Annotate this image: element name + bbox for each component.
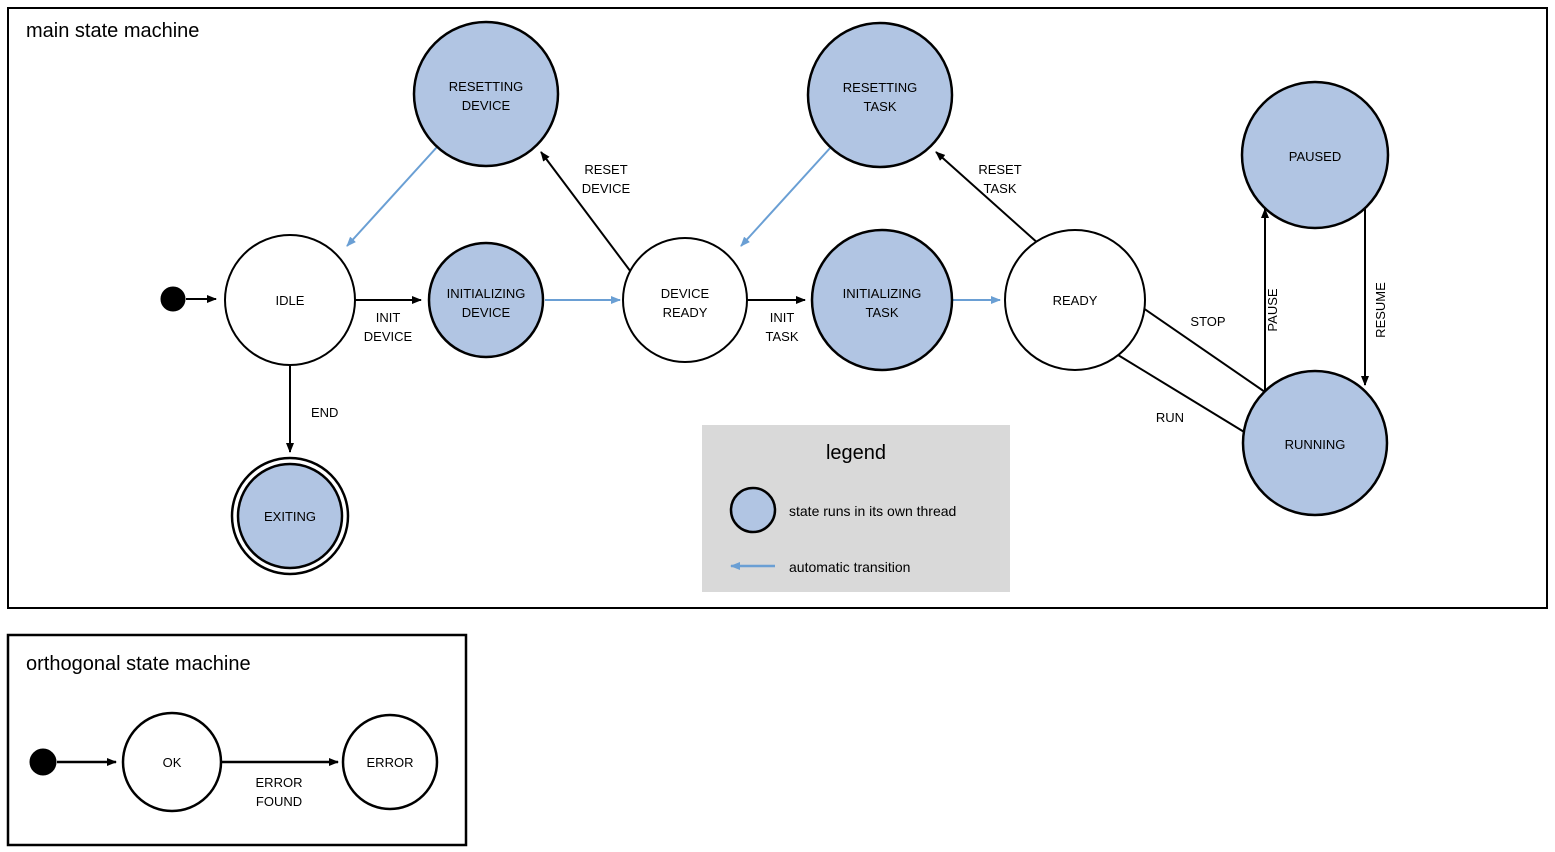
edge-label-init-device-line2: DEVICE — [364, 329, 413, 344]
orthogonal-state-machine-title: orthogonal state machine — [26, 653, 251, 675]
state-label-ok: OK — [163, 755, 182, 770]
state-label-paused: PAUSED — [1289, 149, 1342, 164]
transition-running-to-paused[interactable]: PAUSE — [1261, 208, 1280, 393]
state-label-initializing-device-line2: DEVICE — [462, 305, 511, 320]
edge-label-reset-task-line1: RESET — [978, 162, 1021, 177]
state-resetting-device[interactable]: RESETTING DEVICE — [412, 20, 560, 168]
state-label-idle: IDLE — [276, 293, 305, 308]
transition-device-ready-to-initializing-task[interactable]: INIT TASK — [747, 296, 806, 344]
transition-ready-to-running[interactable]: RUN — [1117, 354, 1255, 439]
transition-running-to-ready[interactable]: STOP — [1129, 298, 1266, 393]
state-label-resetting-device-line1: RESETTING — [449, 79, 523, 94]
edge-label-run: RUN — [1156, 410, 1184, 425]
state-label-resetting-device-line2: DEVICE — [462, 98, 511, 113]
state-running[interactable]: RUNNING — [1241, 369, 1389, 517]
transition-ready-to-resetting-task[interactable]: RESET TASK — [935, 151, 1041, 246]
edge-label-end: END — [311, 405, 338, 420]
main-states-layer: RESETTING DEVICE RESETTING TASK PAUSED I… — [160, 20, 1390, 576]
state-initializing-task[interactable]: INITIALIZING TASK — [810, 228, 954, 372]
edge-label-reset-task-line2: TASK — [984, 181, 1017, 196]
edge-label-pause: PAUSE — [1265, 288, 1280, 331]
state-label-resetting-task-line1: RESETTING — [843, 80, 917, 95]
state-resetting-task[interactable]: RESETTING TASK — [806, 21, 954, 169]
state-initializing-device[interactable]: INITIALIZING DEVICE — [427, 241, 545, 359]
transition-idle-to-exiting[interactable]: END — [286, 366, 338, 453]
orthogonal-transitions-layer: ERROR FOUND — [57, 758, 339, 809]
state-label-initializing-task-line2: TASK — [866, 305, 899, 320]
legend-item-automatic-transition: automatic transition — [730, 559, 910, 575]
initial-state-marker — [160, 286, 186, 312]
edge-label-error-found-line1: ERROR — [256, 775, 303, 790]
state-label-initializing-task-line1: INITIALIZING — [843, 286, 922, 301]
edge-label-error-found-line2: FOUND — [256, 794, 302, 809]
transition-resetting-task-to-device-ready[interactable] — [740, 146, 832, 247]
transition-paused-to-running[interactable]: RESUME — [1361, 208, 1388, 386]
transition-idle-to-initializing-device[interactable]: INIT DEVICE — [355, 296, 422, 344]
edge-label-stop: STOP — [1190, 314, 1225, 329]
state-label-initializing-device-line1: INITIALIZING — [447, 286, 526, 301]
main-transitions-layer: INIT DEVICE END RESET DEVICE INIT TASK — [186, 146, 1388, 453]
state-label-ready: READY — [1053, 293, 1098, 308]
transition-device-ready-to-resetting-device[interactable]: RESET DEVICE — [540, 151, 677, 333]
legend: legend state runs in its own thread auto… — [702, 425, 1010, 592]
transition-resetting-device-to-idle[interactable] — [346, 146, 438, 247]
state-error[interactable]: ERROR — [341, 713, 439, 811]
state-idle[interactable]: IDLE — [224, 234, 356, 366]
legend-threaded-state-swatch-icon — [729, 486, 777, 534]
edge-label-reset-device-line2: DEVICE — [582, 181, 631, 196]
edge-label-reset-device-line1: RESET — [584, 162, 627, 177]
legend-title: legend — [826, 442, 886, 464]
transition-ok-to-error[interactable]: ERROR FOUND — [221, 758, 339, 809]
edge-label-resume: RESUME — [1373, 282, 1388, 338]
legend-automatic-transition-label: automatic transition — [789, 559, 910, 575]
edge-label-init-device-line1: INIT — [376, 310, 401, 325]
state-label-exiting: EXITING — [264, 509, 316, 524]
state-ok[interactable]: OK — [121, 711, 223, 813]
state-label-resetting-task-line2: TASK — [864, 99, 897, 114]
state-device-ready[interactable]: DEVICE READY — [622, 237, 748, 363]
state-ready[interactable]: READY — [1004, 229, 1146, 371]
edge-label-init-task-line2: TASK — [766, 329, 799, 344]
main-state-machine-title: main state machine — [26, 20, 199, 42]
orthogonal-initial-state-marker — [29, 748, 57, 776]
state-label-error: ERROR — [367, 755, 414, 770]
legend-item-threaded-state: state runs in its own thread — [729, 486, 956, 534]
edge-label-init-task-line1: INIT — [770, 310, 795, 325]
legend-threaded-state-label: state runs in its own thread — [789, 503, 956, 519]
state-label-device-ready-line2: READY — [663, 305, 708, 320]
orthogonal-states-layer: OK ERROR — [29, 711, 439, 813]
state-label-device-ready-line1: DEVICE — [661, 286, 710, 301]
state-paused[interactable]: PAUSED — [1240, 80, 1390, 230]
state-label-running: RUNNING — [1285, 437, 1346, 452]
state-exiting[interactable]: EXITING — [230, 456, 350, 576]
